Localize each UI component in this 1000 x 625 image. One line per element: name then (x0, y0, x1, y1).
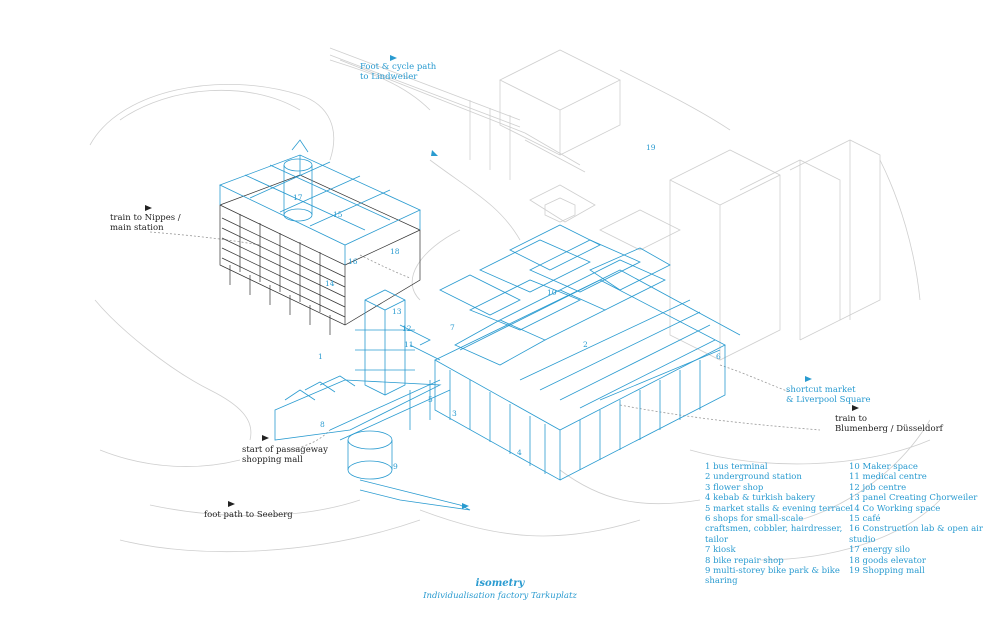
legend-item: 10 Maker space (849, 462, 918, 472)
legend-item: 16 Construction lab & open air studio (849, 524, 983, 545)
number-3: 3 (452, 409, 457, 418)
number-12: 12 (402, 324, 412, 333)
legend-item: 14 Co Working space (849, 503, 941, 514)
elevator-tower (355, 289, 441, 396)
passageway-label: start of passageway shopping mall (242, 445, 328, 465)
number-7: 7 (450, 323, 455, 332)
number-6: 6 (716, 352, 721, 361)
number-18: 18 (390, 247, 400, 256)
number-10: 10 (547, 288, 557, 297)
caption-subtitle: Individualisation factory Tarkuplatz (423, 591, 577, 601)
legend-item: 1 bus terminal (705, 462, 768, 472)
legend-item: 13 panel Creating Chorweiler (849, 493, 978, 504)
number-9: 9 (393, 462, 398, 471)
legend-item: 9 multi-storey bike park & bike sharing (705, 566, 840, 587)
legend-item: 4 kebab & turkish bakery (705, 493, 816, 504)
arrow-icon (431, 150, 438, 156)
number-1: 1 (318, 352, 323, 361)
arrow-icon (145, 205, 152, 211)
legend-item: 7 kiosk (705, 545, 736, 556)
legend-left: 1 bus terminal 2 underground station 3 f… (705, 462, 851, 587)
number-13: 13 (392, 307, 402, 316)
arrow-icon (805, 376, 812, 382)
legend-item: 5 market stalls & evening terrace (705, 503, 851, 514)
context-linework (89, 47, 941, 561)
number-14: 14 (325, 279, 335, 288)
legend-right: 10 Maker space 11 medical centre 12 job … (849, 462, 989, 576)
number-17: 17 (293, 193, 303, 202)
number-5: 5 (428, 395, 433, 404)
legend-item: 18 goods elevator (849, 555, 926, 566)
number-2: 2 (583, 340, 588, 349)
train-nippes-label: train to Nippes / main station (110, 213, 181, 233)
arrow-icon (228, 501, 235, 507)
legend-item: 11 medical centre (849, 472, 927, 483)
number-15: 15 (333, 210, 343, 219)
number-16: 16 (348, 257, 358, 266)
legend-item: 19 Shopping mall (849, 566, 925, 577)
legend-item: 2 underground station (705, 472, 802, 483)
shortcut-market-label: shortcut market & Liverpool Square (786, 385, 871, 405)
caption-title: isometry (475, 578, 525, 589)
legend-item: 12 job centre (849, 482, 907, 493)
foot-cycle-path-label: Foot & cycle path to Lindweiler (360, 62, 437, 82)
number-19: 19 (646, 143, 656, 152)
legend-item: 8 bike repair shop (705, 555, 784, 566)
legend-item: 3 flower shop (705, 482, 764, 493)
train-blumenberg-label: train to Blumenberg / Düsseldorf (835, 414, 943, 434)
number-8: 8 (320, 420, 325, 429)
legend-item: 6 shops for small-scale craftsmen, cobbl… (705, 514, 843, 545)
foot-path-seeberg-label: foot path to Seeberg (204, 510, 293, 520)
market-hall (434, 224, 741, 481)
arrow-icon (462, 503, 469, 509)
number-4: 4 (517, 448, 522, 457)
legend-item: 15 café (849, 514, 881, 525)
number-11: 11 (404, 340, 414, 349)
arrow-icon (262, 435, 269, 441)
arrow-icon (852, 405, 859, 411)
arrow-icon (390, 55, 397, 61)
rooftop-structures (218, 139, 421, 265)
legend-item: 17 energy silo (849, 545, 910, 556)
